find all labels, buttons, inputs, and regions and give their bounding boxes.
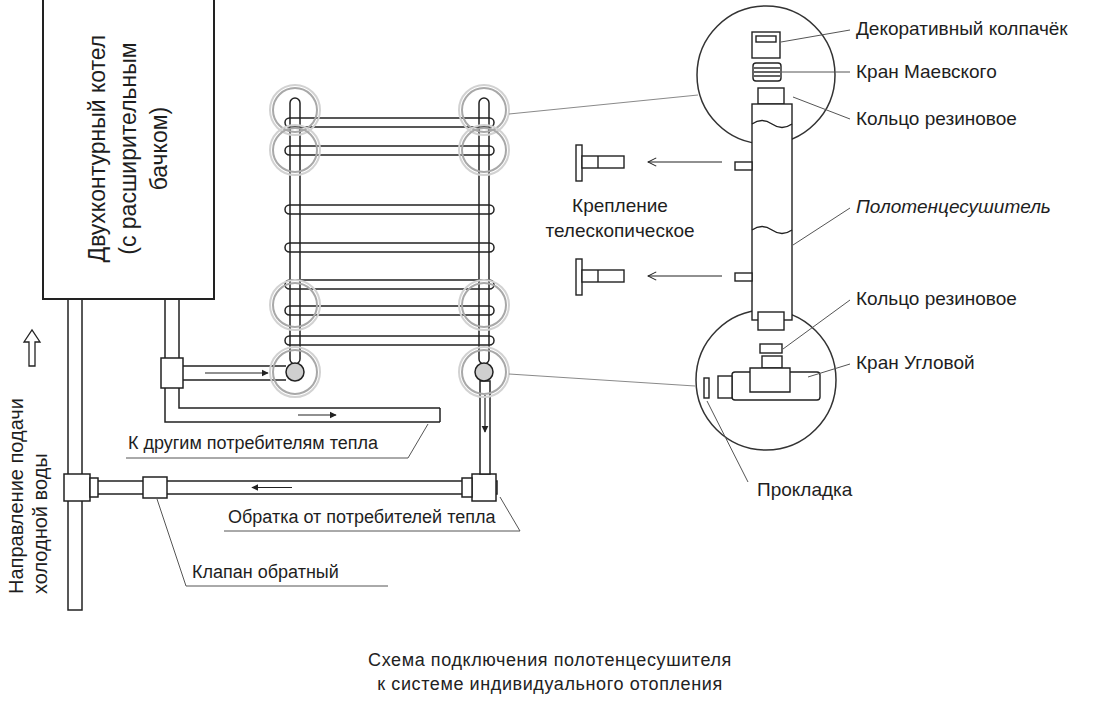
pipe-label: Обратка от потребителей тепла bbox=[228, 507, 495, 529]
exploded-parts bbox=[754, 71, 780, 72]
towel-dryer bbox=[484, 395, 485, 432]
supply-pipe bbox=[165, 298, 440, 422]
telescopic-mount bbox=[582, 270, 624, 282]
leader-line bbox=[793, 97, 850, 119]
exploded-parts bbox=[762, 356, 782, 368]
telescopic-mount bbox=[576, 259, 582, 295]
detail-highlight bbox=[273, 128, 317, 172]
detail-highlight bbox=[270, 347, 320, 397]
part-label: Полотенцесушитель bbox=[856, 196, 1051, 219]
supply-pipe bbox=[205, 372, 268, 373]
leader-line bbox=[126, 424, 428, 458]
exploded-parts bbox=[760, 344, 782, 353]
leader-line bbox=[224, 497, 520, 531]
cold-water-pipe bbox=[64, 298, 497, 610]
detail-highlight bbox=[459, 280, 509, 330]
exploded-parts bbox=[735, 273, 752, 281]
leader-line bbox=[783, 300, 850, 349]
towel-dryer bbox=[479, 98, 489, 364]
detail-highlight bbox=[462, 350, 506, 394]
cold-water-pipe bbox=[90, 478, 98, 497]
detail-highlight bbox=[273, 350, 317, 394]
exploded-parts bbox=[753, 63, 781, 81]
node-title: Двухконтурный котел (с расширительным ба… bbox=[82, 29, 175, 269]
towel-dryer bbox=[286, 363, 304, 381]
telescopic-mount bbox=[582, 156, 624, 168]
detail-circle bbox=[696, 310, 836, 450]
detail-highlight bbox=[462, 128, 506, 172]
part-label: Крепление телескопическое bbox=[535, 194, 705, 243]
boiler-box: Двухконтурный котел (с расширительным ба… bbox=[42, 0, 215, 300]
detail-highlight bbox=[459, 125, 509, 175]
cold-water-arrow bbox=[24, 330, 40, 366]
exploded-parts bbox=[752, 121, 792, 128]
pipe-label: К другим потребителям тепла bbox=[128, 433, 378, 455]
supply-pipe bbox=[439, 408, 441, 422]
detail-highlight bbox=[270, 280, 320, 330]
part-label: Декоративный колпачёк bbox=[856, 18, 1068, 41]
telescopic-mount bbox=[648, 161, 722, 162]
detail-highlight bbox=[509, 374, 695, 386]
exploded-parts bbox=[752, 104, 792, 320]
exploded-parts bbox=[754, 75, 780, 76]
leader-line bbox=[808, 364, 850, 377]
leader-line bbox=[707, 401, 748, 482]
detail-highlight bbox=[273, 283, 317, 327]
exploded-parts bbox=[718, 376, 732, 398]
exploded-parts bbox=[758, 312, 784, 330]
part-label: Кран Маевского bbox=[856, 61, 997, 84]
part-label: Клапан обратный bbox=[192, 562, 339, 584]
part-label: Кольцо резиновое bbox=[856, 288, 1017, 311]
leader-line bbox=[793, 208, 850, 245]
towel-dryer bbox=[285, 243, 494, 252]
towel-dryer bbox=[285, 280, 494, 289]
towel-dryer bbox=[290, 98, 300, 364]
cold-water-pipe bbox=[64, 474, 90, 501]
leader-line bbox=[126, 30, 850, 586]
detail-highlight bbox=[270, 85, 698, 397]
cold-water-pipe bbox=[252, 487, 292, 488]
cold-water-pipe bbox=[472, 474, 496, 501]
cold-water-pipe bbox=[143, 477, 167, 498]
exploded-parts bbox=[750, 368, 790, 392]
figure-caption: Схема подключения полотенцесушителя к си… bbox=[340, 648, 760, 697]
exploded-parts bbox=[704, 32, 820, 400]
part-label: Прокладка bbox=[757, 479, 852, 502]
exploded-parts bbox=[752, 32, 780, 58]
towel-dryer bbox=[475, 363, 493, 381]
detail-highlight bbox=[509, 95, 698, 114]
exploded-parts bbox=[754, 67, 780, 68]
detail-highlight bbox=[462, 283, 506, 327]
flow-direction-label: Направление подачи холодной воды bbox=[4, 359, 52, 594]
cold-water-pipe bbox=[462, 478, 472, 497]
part-label: Кран Угловой bbox=[856, 352, 975, 375]
leader-line bbox=[781, 30, 850, 42]
supply-pipe bbox=[298, 414, 336, 415]
detail-highlight bbox=[270, 125, 320, 175]
telescopic-mount bbox=[597, 156, 598, 168]
telescopic-mount bbox=[648, 275, 722, 276]
telescopic-mount bbox=[597, 270, 598, 282]
supply-pipe bbox=[161, 358, 183, 388]
exploded-parts bbox=[758, 88, 784, 104]
exploded-parts bbox=[735, 162, 752, 170]
part-label: Кольцо резиновое bbox=[856, 108, 1017, 131]
towel-dryer bbox=[285, 336, 494, 345]
detail-highlight bbox=[459, 347, 509, 397]
exploded-parts bbox=[756, 36, 776, 42]
cold-water-arrow bbox=[24, 330, 40, 366]
exploded-parts bbox=[752, 227, 792, 234]
towel-dryer bbox=[285, 205, 494, 214]
detail-circle bbox=[696, 6, 836, 450]
telescopic-mount bbox=[576, 145, 582, 181]
cold-water-pipe bbox=[68, 298, 82, 610]
leader-line bbox=[782, 72, 850, 73]
exploded-parts bbox=[704, 378, 709, 398]
